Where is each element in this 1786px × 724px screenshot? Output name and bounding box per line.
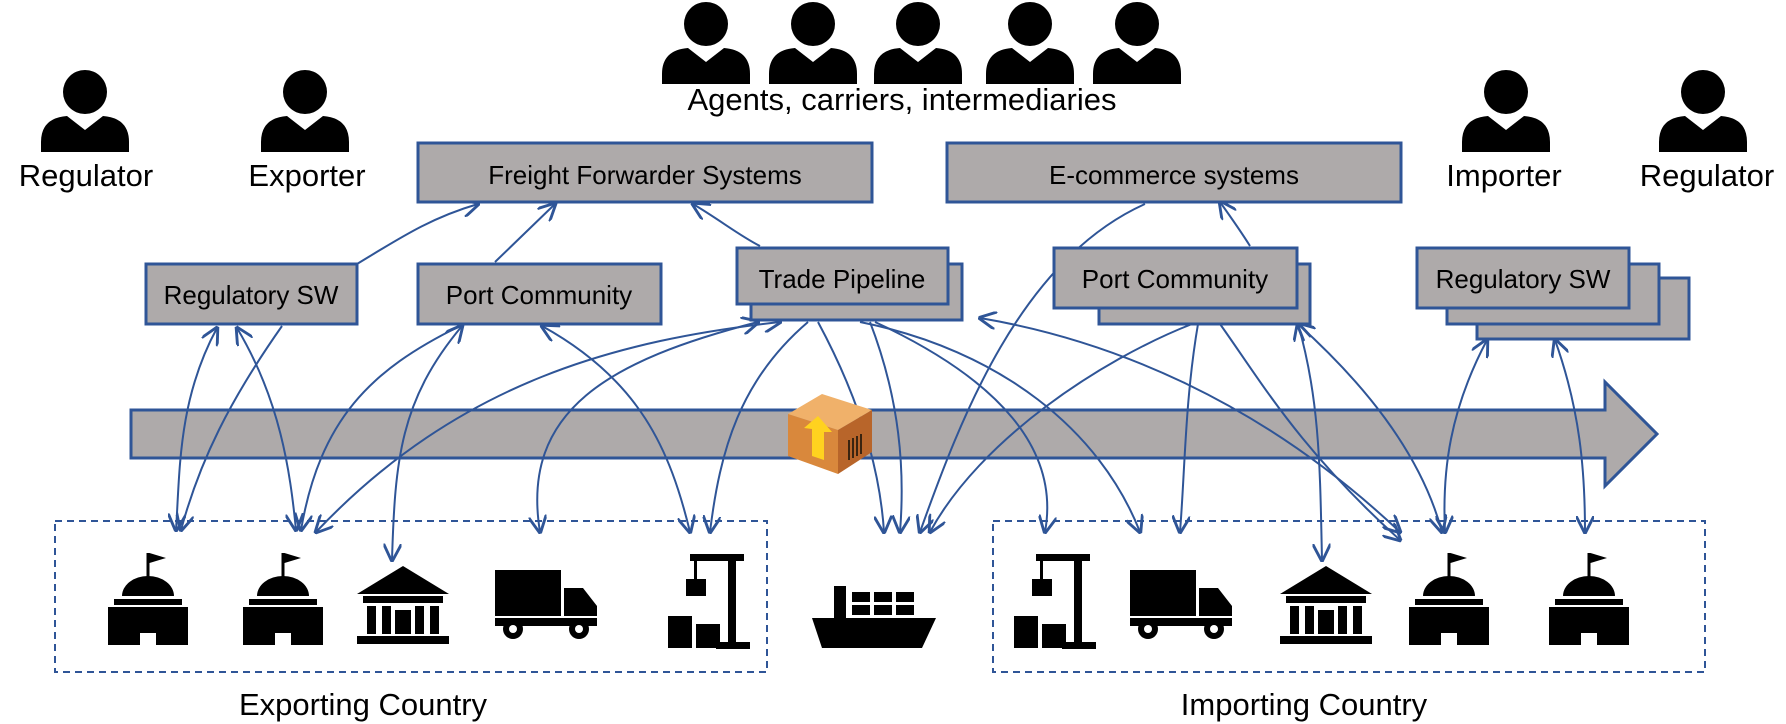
port-crane-icon xyxy=(1014,554,1096,649)
truck-icon xyxy=(1130,570,1232,639)
regulatory-sw-right-label: Regulatory SW xyxy=(1436,264,1611,294)
regulatory-sw-left-box: Regulatory SW xyxy=(144,262,359,326)
ecommerce-systems-label: E-commerce systems xyxy=(1049,160,1299,190)
connector-arrows xyxy=(176,202,1585,560)
freight-forwarder-systems-box: Freight Forwarder Systems xyxy=(416,141,874,204)
importing-country-label: Importing Country xyxy=(1181,687,1428,722)
government-building-icon xyxy=(108,553,188,645)
port-community-left-box: Port Community xyxy=(416,262,663,326)
port-community-left-label: Port Community xyxy=(446,280,632,310)
government-building-icon xyxy=(1409,553,1489,645)
government-building-icon xyxy=(1549,553,1629,645)
port-community-right-box: Port Community xyxy=(1052,246,1312,326)
trade-pipeline-label: Trade Pipeline xyxy=(759,264,926,294)
bank-icon xyxy=(357,566,449,644)
agents-label: Agents, carriers, intermediaries xyxy=(688,82,1117,117)
regulator-right-label: Regulator xyxy=(1640,158,1774,193)
regulatory-sw-left-label: Regulatory SW xyxy=(164,280,339,310)
port-crane-icon xyxy=(668,554,750,649)
person-icon xyxy=(41,2,1747,152)
freight-forwarder-systems-label: Freight Forwarder Systems xyxy=(488,160,802,190)
ecommerce-systems-box: E-commerce systems xyxy=(945,141,1403,204)
bank-icon xyxy=(1280,566,1372,644)
importing-country-boundary xyxy=(992,520,1706,673)
truck-icon xyxy=(495,570,597,639)
exporting-country-boundary xyxy=(54,520,768,673)
regulatory-sw-right-box: Regulatory SW xyxy=(1415,246,1691,341)
package-icon xyxy=(788,394,872,474)
government-building-icon xyxy=(243,553,323,645)
regulator-left-label: Regulator xyxy=(19,158,153,193)
port-community-right-label: Port Community xyxy=(1082,264,1268,294)
exporting-country-label: Exporting Country xyxy=(239,687,488,722)
exporter-label: Exporter xyxy=(248,158,365,193)
importer-label: Importer xyxy=(1446,158,1561,193)
trade-pipeline-box: Trade Pipeline xyxy=(735,246,964,322)
cargo-ship-icon xyxy=(812,586,936,648)
